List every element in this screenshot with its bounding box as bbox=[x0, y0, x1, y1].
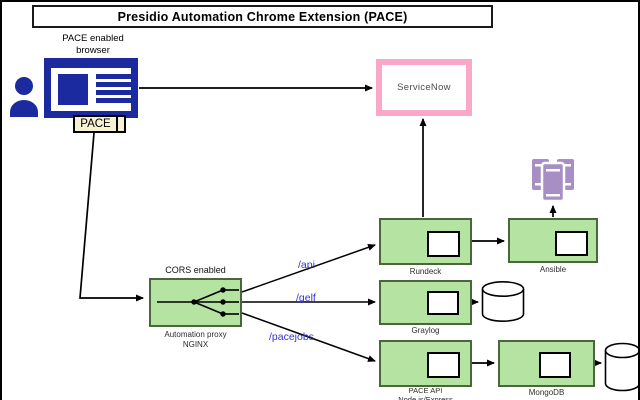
proxy-caption-line1: Automation proxy bbox=[164, 330, 227, 339]
route-label-gelf: /gelf bbox=[296, 292, 316, 304]
browser-caption: PACE enabled browser bbox=[38, 33, 148, 56]
ansible-node bbox=[508, 218, 598, 263]
route-label-pacejobs: /pacejobs bbox=[269, 331, 314, 343]
proxy-caption: Automation proxy NGINX bbox=[132, 330, 259, 349]
browser-text-line bbox=[96, 98, 133, 103]
title-box: Presidio Automation Chrome Extension (PA… bbox=[32, 5, 493, 28]
node-screen bbox=[427, 352, 460, 378]
pace-api-node bbox=[379, 340, 472, 387]
pace-api-label: PACE API Node.js/Express bbox=[362, 386, 489, 400]
browser-text-line bbox=[96, 90, 133, 95]
pace-tag-stub bbox=[116, 115, 126, 133]
rundeck-label: Rundeck bbox=[409, 267, 442, 276]
proxy-caption-line2: NGINX bbox=[182, 339, 209, 349]
node-screen bbox=[555, 231, 588, 256]
browser-caption-line2: browser bbox=[76, 44, 110, 56]
node-screen bbox=[539, 352, 571, 378]
node-screen bbox=[427, 231, 460, 257]
ansible-label: Ansible bbox=[539, 265, 567, 274]
proxy-header: CORS enabled bbox=[165, 265, 226, 275]
pace-api-label-line1: PACE API bbox=[408, 386, 443, 395]
browser-content-block bbox=[58, 74, 88, 105]
browser-window bbox=[51, 68, 133, 111]
arrow-pace-to-proxy bbox=[79, 132, 144, 302]
graylog-label: Graylog bbox=[411, 326, 440, 335]
page-title: Presidio Automation Chrome Extension (PA… bbox=[117, 9, 408, 24]
route-label-api: /api bbox=[298, 259, 315, 271]
database-icon bbox=[604, 342, 638, 392]
graylog-node bbox=[379, 280, 472, 325]
devices-icon bbox=[532, 159, 574, 203]
user-icon bbox=[10, 77, 38, 117]
pace-extension-tag: PACE bbox=[73, 115, 118, 133]
database-icon bbox=[481, 281, 525, 322]
browser-text-line bbox=[96, 82, 133, 87]
browser-icon bbox=[44, 58, 138, 118]
mongodb-node bbox=[498, 340, 595, 387]
mongodb-label: MongoDB bbox=[528, 388, 565, 397]
rundeck-node bbox=[379, 218, 472, 265]
nginx-proxy-node bbox=[149, 278, 242, 327]
pace-api-label-line2: Node.js/Express bbox=[398, 394, 453, 400]
node-screen bbox=[427, 291, 459, 315]
browser-text-line bbox=[96, 74, 133, 79]
pace-tag-label: PACE bbox=[80, 118, 111, 130]
fanout-icon bbox=[157, 287, 239, 317]
servicenow-label: ServiceNow bbox=[397, 82, 451, 93]
browser-caption-line1: PACE enabled bbox=[62, 33, 124, 44]
servicenow-node: ServiceNow bbox=[376, 59, 472, 116]
